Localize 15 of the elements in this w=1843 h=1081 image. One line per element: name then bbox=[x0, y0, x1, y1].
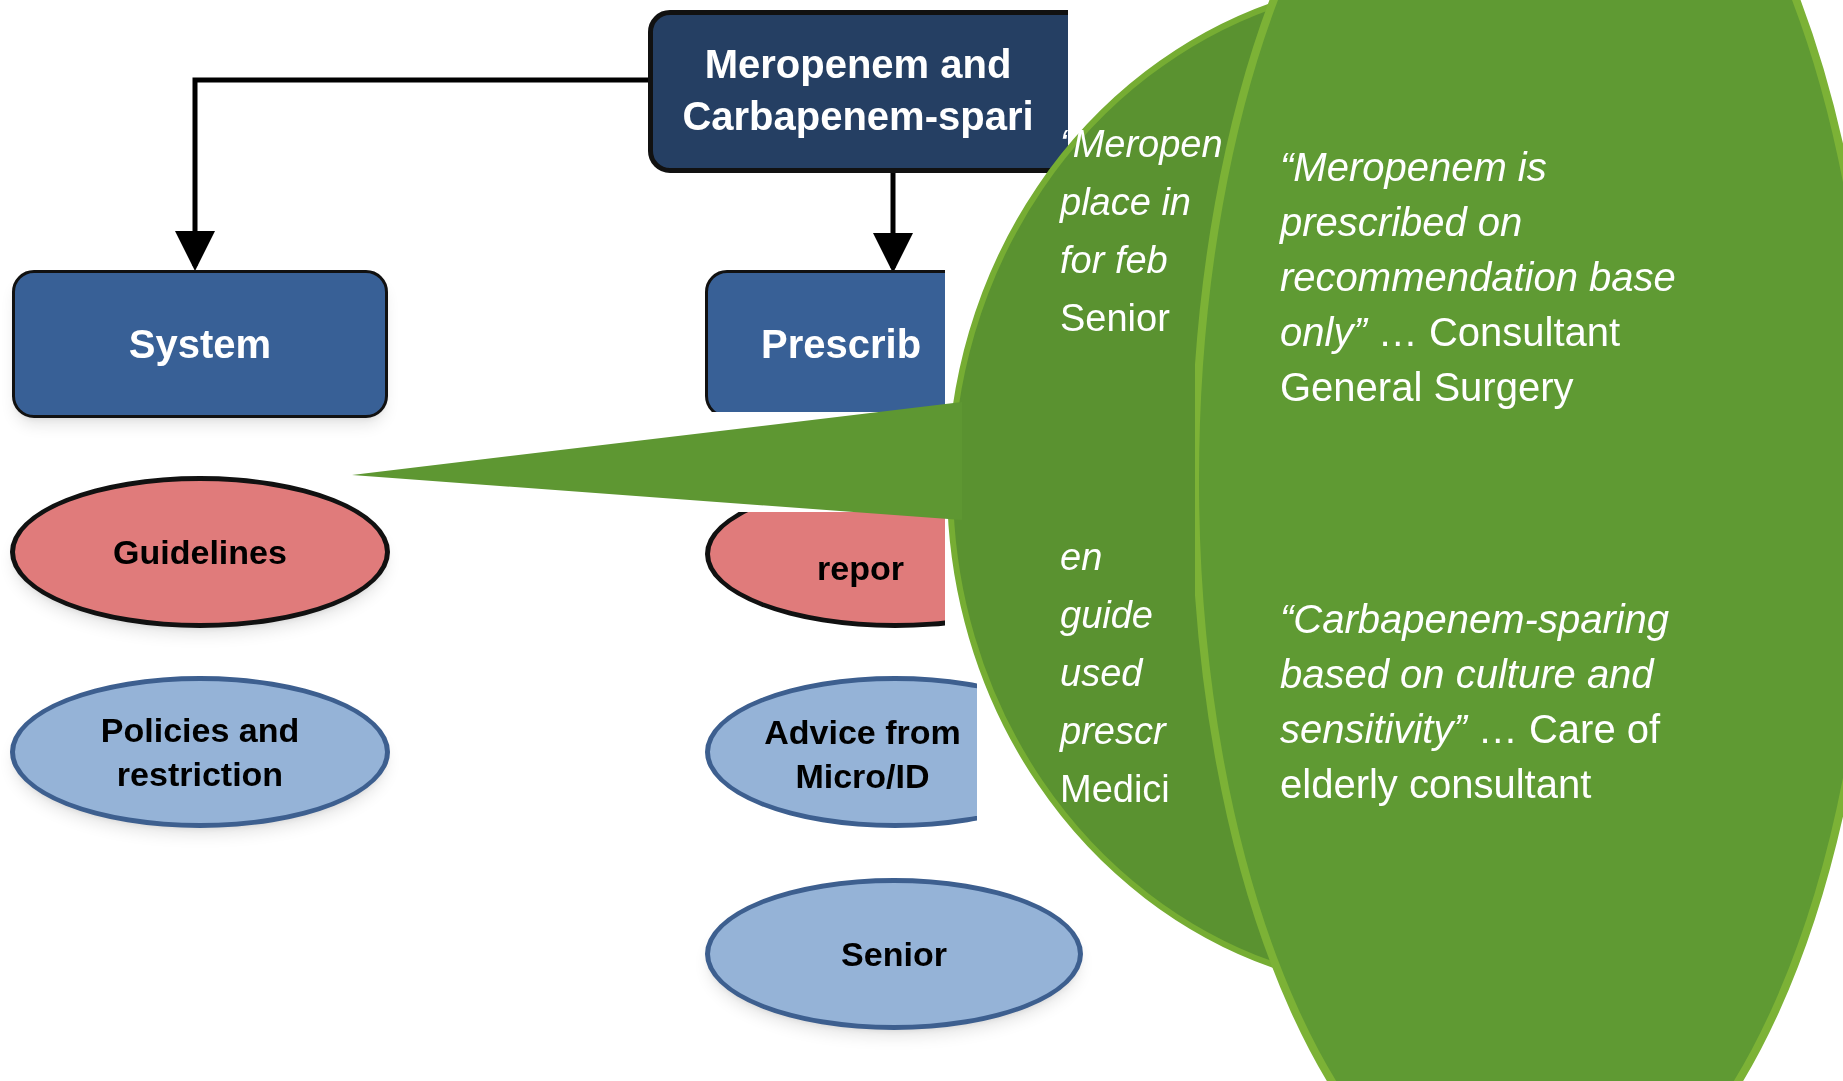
quote-text: en guide used prescr Medici bbox=[1060, 535, 1171, 812]
category-box bbox=[12, 270, 388, 418]
quote-text: “Carbapenem-sparing based on culture and sensitivity” … Care of elderly consultant bbox=[1280, 596, 1671, 808]
node-label: Policies and restriction bbox=[99, 710, 301, 795]
node-label: Prescrib bbox=[761, 321, 922, 368]
category-box bbox=[705, 270, 945, 412]
arrow bbox=[175, 77, 648, 271]
node-label: System bbox=[127, 321, 273, 368]
node-label: repor bbox=[817, 548, 904, 589]
node-label: Guidelines bbox=[112, 532, 288, 573]
node-label: Senior bbox=[840, 934, 948, 975]
quote-text: “Meropenem is prescribed on recommendation base only” … Consultant General Surgery bbox=[1280, 144, 1677, 411]
node-label: Advice from Micro/ID bbox=[763, 712, 962, 797]
node-label: Meropenem and Carbapenem-spari bbox=[681, 41, 1035, 140]
quote-text: “Meropen place in for feb Senior bbox=[1060, 122, 1224, 341]
